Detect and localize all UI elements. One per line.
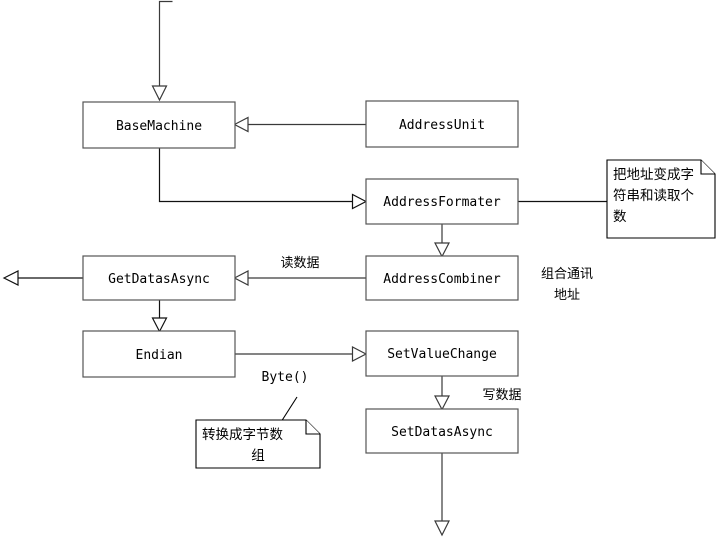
edge-get-datas-async-to-exit-left [2, 270, 83, 286]
node-address-unit[interactable]: AddressUnit [365, 100, 519, 148]
note-address-format-line-2: 符串和读取个 [613, 188, 694, 204]
node-label-set-datas-async: SetDatasAsync [391, 425, 493, 440]
note-address-format[interactable]: 把地址变成字 符串和读取个 数 [606, 159, 716, 239]
edge-label-combine-comm-addr-line-2: 地址 [554, 288, 580, 303]
edge-address-combiner-to-get-datas-async [233, 270, 366, 286]
node-label-endian: Endian [136, 348, 183, 363]
edge-address-unit-to-base-machine [233, 116, 366, 133]
note-byte-array[interactable]: 转换成字节数 组 [195, 419, 321, 469]
edge-set-value-change-to-set-datas-async [434, 376, 450, 411]
edge-label-write-data: 写数据 [482, 388, 521, 403]
node-base-machine[interactable]: BaseMachine [82, 101, 236, 149]
node-set-value-change[interactable]: SetValueChange [365, 330, 519, 377]
edge-set-datas-async-to-exit-bottom [434, 453, 450, 537]
edge-label-combine-comm-addr-line-1: 组合通讯 [541, 267, 593, 282]
node-label-address-formater: AddressFormater [383, 195, 501, 210]
node-address-combiner[interactable]: AddressCombiner [365, 255, 519, 301]
node-endian[interactable]: Endian [82, 330, 236, 378]
edge-label-read-data: 读数据 [280, 256, 319, 271]
note-byte-array-line-1: 转换成字节数 [202, 427, 283, 443]
node-address-formater[interactable]: AddressFormater [365, 178, 519, 225]
edge-get-datas-async-to-endian [151, 300, 168, 333]
edge-endian-to-set-value-change [235, 346, 368, 362]
note-byte-array-line-2: 组 [251, 448, 265, 464]
node-label-address-unit: AddressUnit [399, 118, 485, 133]
node-label-address-combiner: AddressCombiner [383, 272, 501, 287]
edge-label-byte-call: Byte() [262, 370, 309, 385]
note-byte-array-leader [280, 396, 298, 423]
node-get-datas-async[interactable]: GetDatasAsync [82, 255, 236, 301]
note-address-format-line-3: 数 [613, 209, 627, 225]
node-label-set-value-change: SetValueChange [387, 347, 497, 362]
note-address-format-line-1: 把地址变成字 [613, 167, 694, 183]
node-label-get-datas-async: GetDatasAsync [108, 272, 210, 287]
edge-entry-to-base-machine [151, 0, 173, 102]
node-label-base-machine: BaseMachine [116, 119, 202, 134]
edge-address-formater-to-address-combiner [434, 224, 450, 258]
edge-base-machine-to-address-formater [158, 148, 368, 210]
node-set-datas-async[interactable]: SetDatasAsync [365, 408, 519, 454]
